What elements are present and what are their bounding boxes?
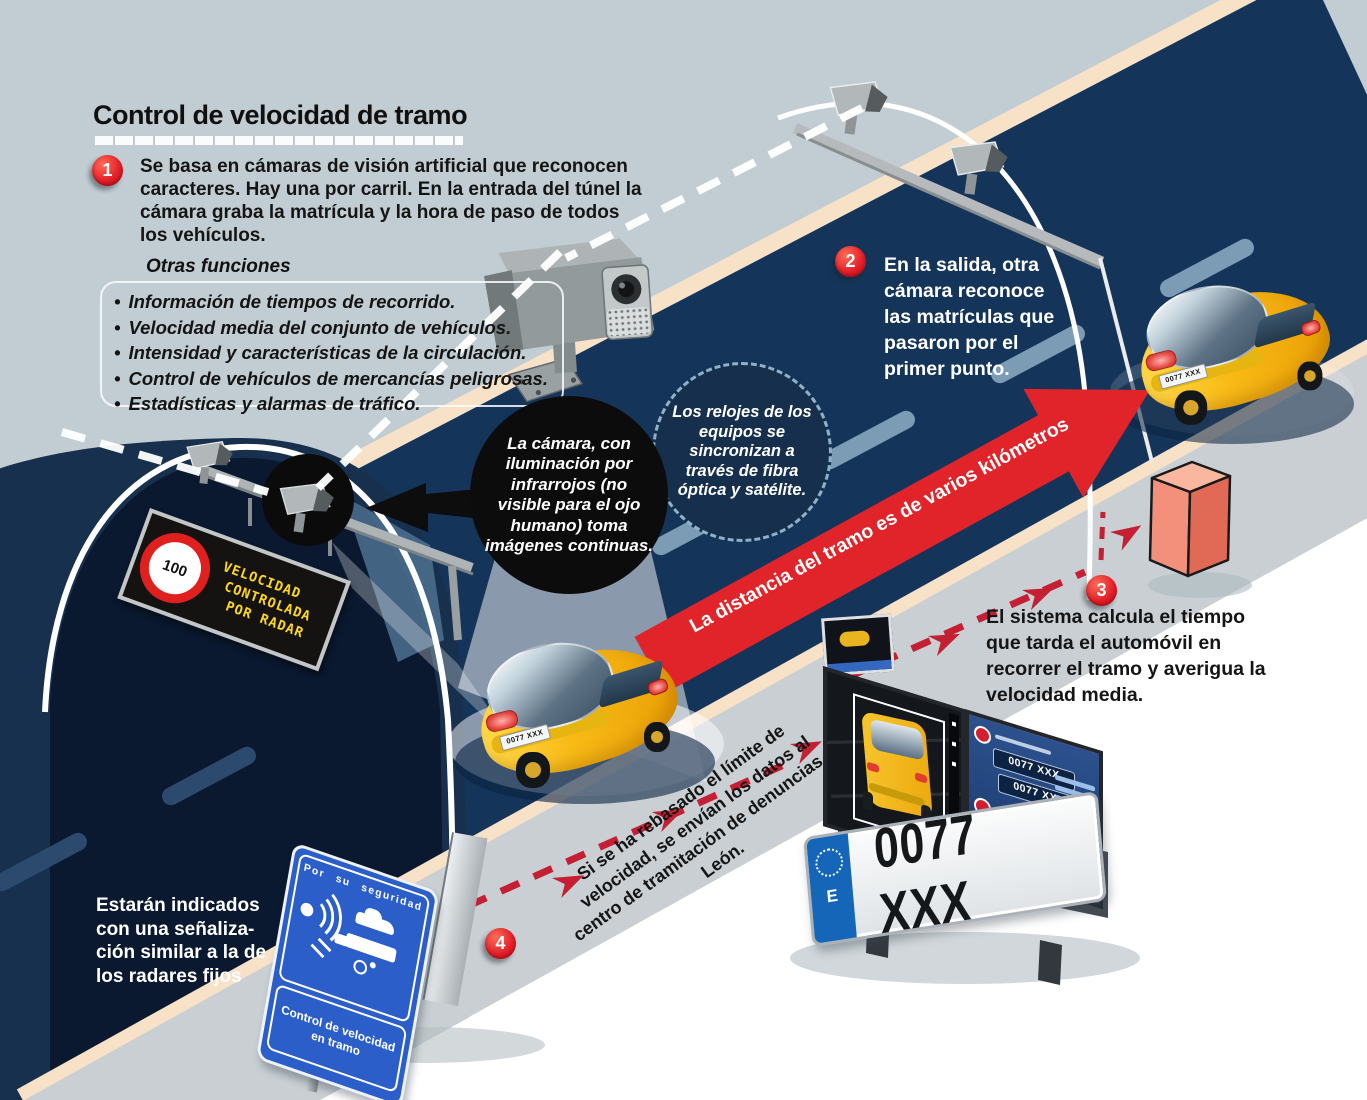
step-2-number: 2	[845, 251, 856, 271]
title-underline	[95, 136, 463, 145]
car-wheel	[1174, 390, 1208, 425]
signage-note-line: ción similar a la de	[96, 942, 267, 963]
pointer-arrow-icon	[366, 483, 500, 532]
step-1-badge: 1	[92, 155, 123, 186]
other-functions-item: Estadísticas y alarmas de tráfico.	[114, 391, 550, 417]
tunnel-lane-markings	[0, 746, 256, 892]
step-4-badge: 4	[485, 928, 516, 959]
step-2-badge: 2	[835, 246, 866, 277]
step-3-badge: 3	[1086, 575, 1117, 606]
motorcycle-icon	[352, 957, 369, 977]
other-functions-item: Intensidad y características de la circu…	[114, 340, 550, 366]
car-wheel	[644, 722, 670, 752]
speed-limit-value: 100	[160, 555, 190, 581]
car-wheel-hub	[1183, 399, 1199, 416]
other-functions-heading: Otras funciones	[146, 256, 291, 277]
exit-arch-outline	[777, 100, 1093, 601]
thumbnail-car-image	[839, 630, 871, 648]
signage-note-line: los radares fijos	[96, 965, 242, 987]
scroll-dot	[952, 761, 956, 767]
page-title: Control de velocidad de tramo	[93, 100, 468, 130]
scroll-dot	[952, 721, 956, 727]
camera-info-text: La cámara, con iluminación por infrarroj…	[484, 433, 654, 556]
monitor-thumbnail	[821, 613, 895, 677]
car-wheel-hub	[1304, 370, 1316, 382]
tunnel-arch-outline	[42, 443, 456, 1001]
car-wheel-hub	[651, 731, 663, 743]
camera-light-beam-2	[332, 542, 518, 750]
step-2-text: En la salida, otra cámara reconoce las m…	[884, 254, 1055, 380]
entry-camera-top-icon	[186, 440, 233, 484]
exit-camera-1-icon	[829, 81, 888, 135]
speed-limit-icon: 100	[130, 523, 220, 614]
roadside-cabinet	[1148, 460, 1232, 578]
plate-number: 0077 XXX	[848, 794, 1104, 945]
car-wheel	[516, 752, 550, 788]
plate-country-code: E	[825, 885, 839, 907]
truck-icon	[344, 932, 397, 964]
cabinet-shadow	[1148, 572, 1252, 598]
step-3-text: El sistema calcula el tiempo que tarda e…	[986, 606, 1266, 706]
clock-sync-bubble: Los relojes de los equipos se sincroniza…	[652, 362, 832, 542]
other-functions-item: Control de vehículos de mercancías pelig…	[114, 366, 550, 392]
radar-wave-icon	[276, 873, 344, 954]
step-4-number: 4	[495, 933, 506, 953]
exit-camera-2-icon	[949, 141, 1008, 195]
other-functions-box: Información de tiempos de recorrido. Vel…	[100, 281, 564, 414]
radar-pictogram-icon	[276, 872, 425, 1004]
alert-icon	[974, 723, 991, 746]
signage-note-line: Estarán indicados	[96, 895, 260, 916]
signage-note: Estarán indicados con una señaliza- ción…	[96, 894, 266, 988]
led-sign-text: VELOCIDAD CONTROLADA POR RADAR	[208, 558, 320, 643]
step-1-text: Se basa en cámaras de visión artificial …	[140, 156, 642, 246]
clock-sync-text: Los relojes de los equipos se sincroniza…	[672, 403, 812, 500]
camera-info-bubble: La cámara, con iluminación por infrarroj…	[470, 396, 668, 594]
car-entry: 0077 XXX	[460, 626, 700, 796]
distance-arrow	[634, 388, 1150, 694]
step-1-number: 1	[102, 160, 113, 180]
motorcycle-icon	[369, 961, 377, 970]
other-functions-item: Velocidad media del conjunto de vehículo…	[114, 315, 550, 341]
scroll-dot	[952, 741, 956, 747]
signage-note-line: con una señaliza-	[96, 918, 255, 940]
entry-camera-circled-icon	[279, 482, 334, 533]
step-3-number: 3	[1096, 580, 1107, 600]
eu-stars-icon	[814, 846, 845, 879]
car-wheel	[1297, 361, 1323, 391]
car-wheel-hub	[525, 762, 541, 778]
other-functions-item: Información de tiempos de recorrido.	[114, 289, 550, 315]
truck-icon	[334, 932, 348, 947]
car-exit: 0077 XXX	[1121, 269, 1351, 432]
